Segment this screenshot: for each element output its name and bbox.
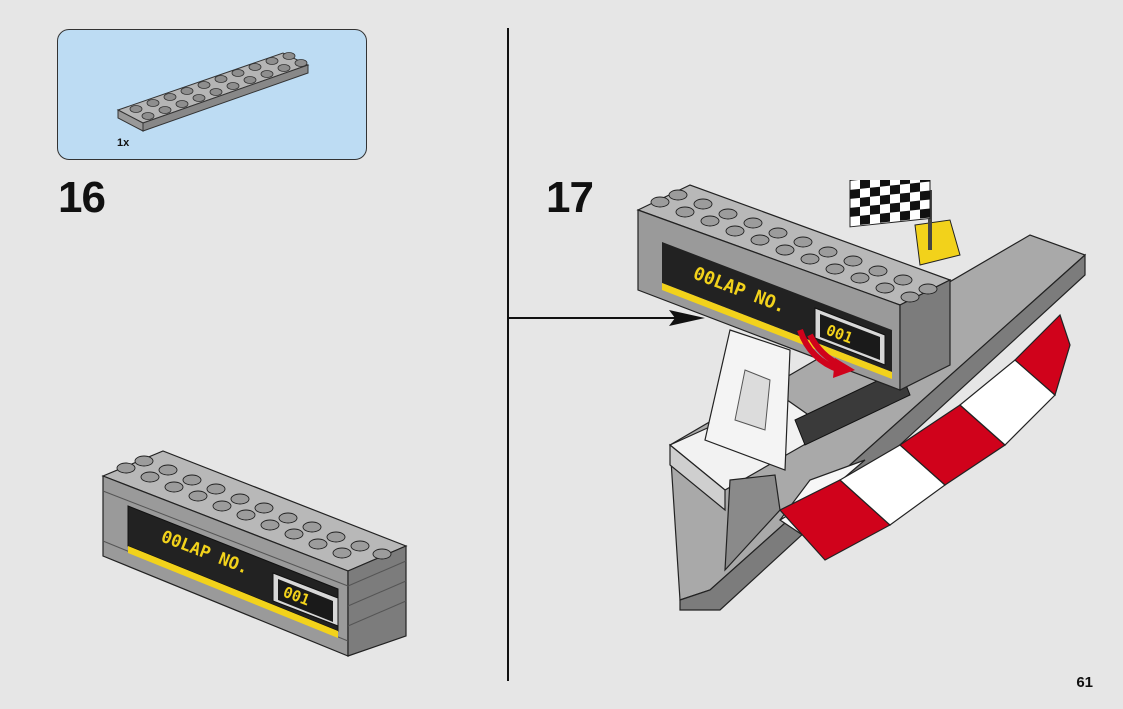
- step-number-17: 17: [546, 176, 593, 220]
- part-quantity: 1x: [117, 137, 129, 149]
- page-number: 61: [1076, 674, 1093, 691]
- lap-counter-stand-assembly-step-17: 00LAP NO. 001: [630, 180, 1090, 620]
- grey-plate-2x10-icon: [58, 30, 368, 161]
- step-number-16: 16: [58, 176, 105, 220]
- parts-callout: 1x: [57, 29, 367, 160]
- step-divider: [507, 28, 509, 681]
- lap-counter-assembly-step-16: 00LAP NO. 001: [98, 446, 410, 661]
